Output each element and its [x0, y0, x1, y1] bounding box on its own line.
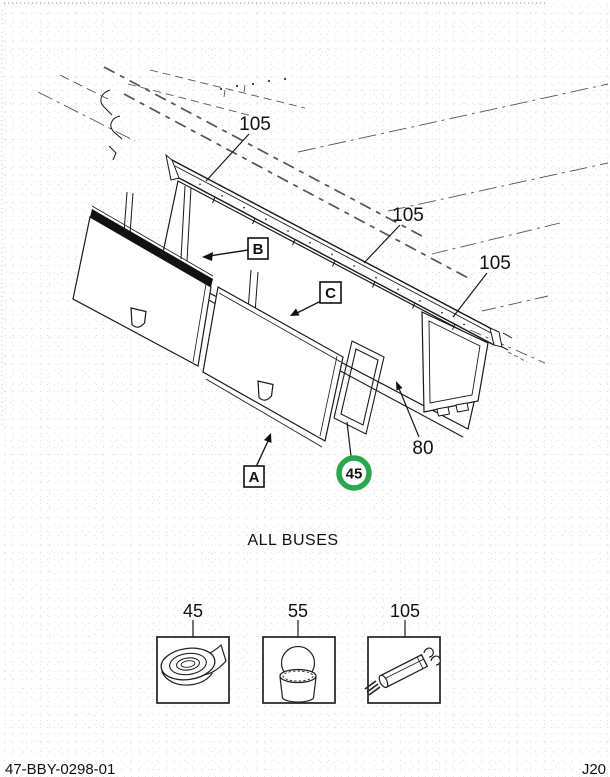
svg-text:A: A [249, 469, 260, 486]
rail-hinge-ticks [212, 196, 456, 330]
door-handle-cutout [130, 307, 147, 328]
middle-door [202, 286, 344, 448]
door-handle-cutout [257, 380, 274, 401]
part-thumbnail-55[interactable]: 55 [262, 601, 336, 704]
applicability-caption: ALL BUSES [247, 532, 338, 549]
page-code: J20 [582, 761, 606, 777]
thumbnail-label-105: 105 [390, 601, 420, 621]
page-edge-marks [1, 2, 546, 425]
thumbnail-label-45: 45 [183, 601, 203, 621]
arrowhead-80 [396, 381, 403, 391]
door-stay-posts [123, 185, 259, 314]
callout-105-right[interactable]: 105 [479, 253, 511, 274]
callout-box-c[interactable]: C [290, 281, 342, 316]
tape-roll-icon [160, 643, 227, 686]
callout-box-a[interactable]: A [243, 433, 272, 488]
part-thumbnails: 45 55 [156, 601, 441, 704]
callout-80[interactable]: 80 [412, 438, 433, 459]
arrowhead-b [202, 252, 213, 261]
svg-text:45: 45 [346, 466, 363, 483]
callout-105-middle[interactable]: 105 [392, 205, 424, 226]
door-opening-seal-frame [333, 340, 385, 435]
rail-rivets [199, 183, 465, 326]
hinge-rail [165, 153, 503, 348]
sealant-can-icon [279, 645, 317, 703]
highlight-ring [336, 455, 372, 491]
svg-text:B: B [253, 241, 264, 258]
highlighted-callout-45[interactable]: 45 [336, 421, 372, 491]
svg-text:C: C [325, 285, 336, 302]
left-door [72, 205, 214, 367]
callout-105-left[interactable]: 105 [239, 114, 271, 135]
arrowhead-a [264, 433, 272, 443]
part-thumbnail-105[interactable]: 105 [364, 601, 441, 704]
callouts: 105 105 105 80 B C A [202, 114, 511, 491]
callout-box-b[interactable]: B [202, 237, 269, 261]
arrowhead-c [290, 308, 300, 316]
end-panel [421, 311, 528, 417]
strut-cartridge-icon [364, 647, 441, 696]
luggage-compartment-assembly [72, 153, 528, 448]
footer: 47-BBY-0298-01 J20 [5, 761, 606, 777]
thumbnail-label-55: 55 [288, 601, 308, 621]
part-thumbnail-45[interactable]: 45 [156, 601, 230, 704]
document-number: 47-BBY-0298-01 [5, 761, 115, 777]
reference-lines [37, 66, 609, 364]
